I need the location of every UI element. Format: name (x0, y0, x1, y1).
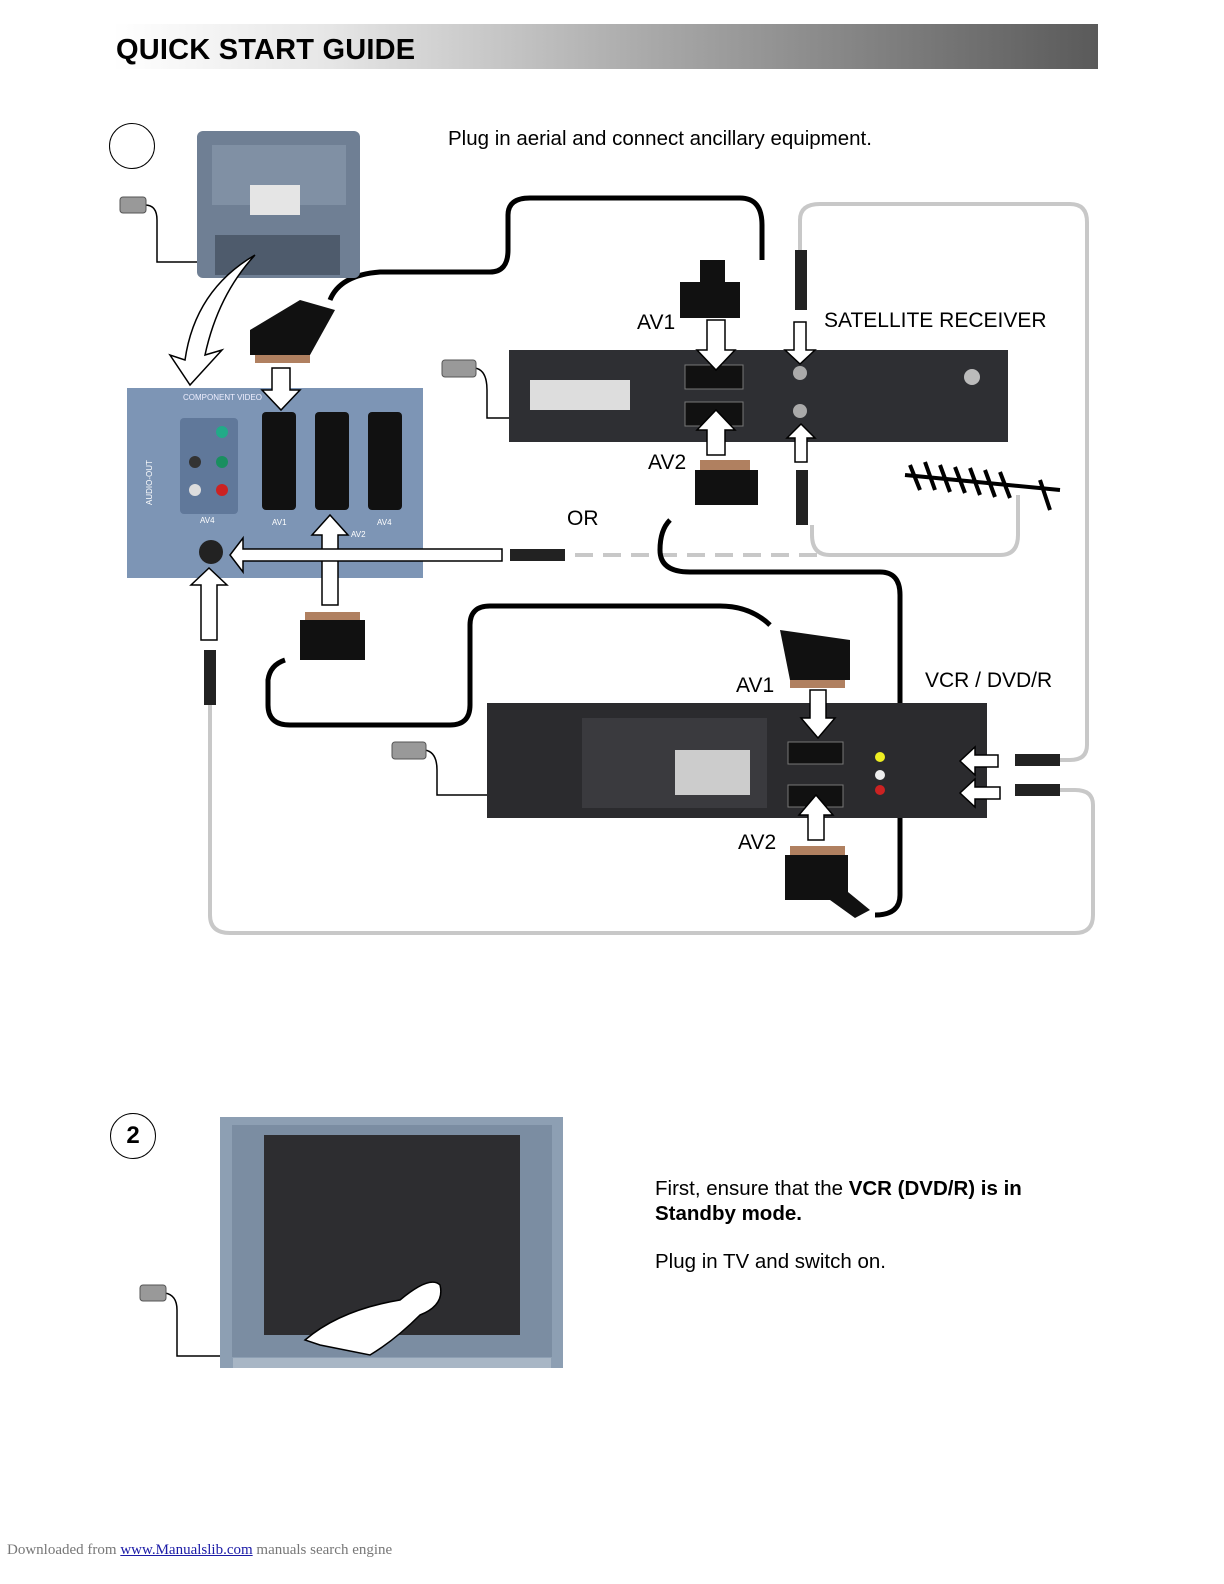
footer: Downloaded from www.Manualslib.com manua… (7, 1542, 392, 1559)
vcr-image (487, 703, 987, 818)
port-label-av1: AV1 (272, 518, 287, 527)
audio-out-label: AUDIO-OUT (145, 460, 154, 505)
manualslib-link[interactable]: www.Manualslib.com (120, 1542, 252, 1558)
satellite-receiver-label: SATELLITE RECEIVER (824, 309, 1047, 333)
port-label-av4: AV4 (200, 516, 215, 525)
port-label-av2: AV2 (351, 530, 366, 539)
port-label-av4b: AV4 (377, 518, 392, 527)
step-2-instruction: First, ensure that the VCR (DVD/R) is in… (655, 1176, 1022, 1226)
step-2-instruction-2: Plug in TV and switch on. (655, 1250, 886, 1274)
footer-prefix: Downloaded from (7, 1542, 120, 1558)
sat-av2-label: AV2 (648, 451, 686, 475)
step-2-text-bold: VCR (DVD/R) is in (849, 1177, 1022, 1200)
step-2-text-bold-2: Standby mode. (655, 1202, 802, 1225)
vcr-av1-label: AV1 (736, 674, 774, 698)
step-2-text-normal: First, ensure that the (655, 1177, 849, 1200)
aerial-antenna-icon (905, 462, 1060, 510)
or-label: OR (567, 507, 599, 531)
tv-rear-image (197, 131, 360, 278)
tv-front-image (0, 1100, 600, 1390)
component-video-label: COMPONENT VIDEO (183, 393, 262, 402)
sat-av1-label: AV1 (637, 311, 675, 335)
footer-suffix: manuals search engine (253, 1542, 393, 1558)
vcr-dvdr-label: VCR / DVD/R (925, 669, 1052, 693)
satellite-receiver-image (509, 350, 1008, 442)
vcr-av2-label: AV2 (738, 831, 776, 855)
